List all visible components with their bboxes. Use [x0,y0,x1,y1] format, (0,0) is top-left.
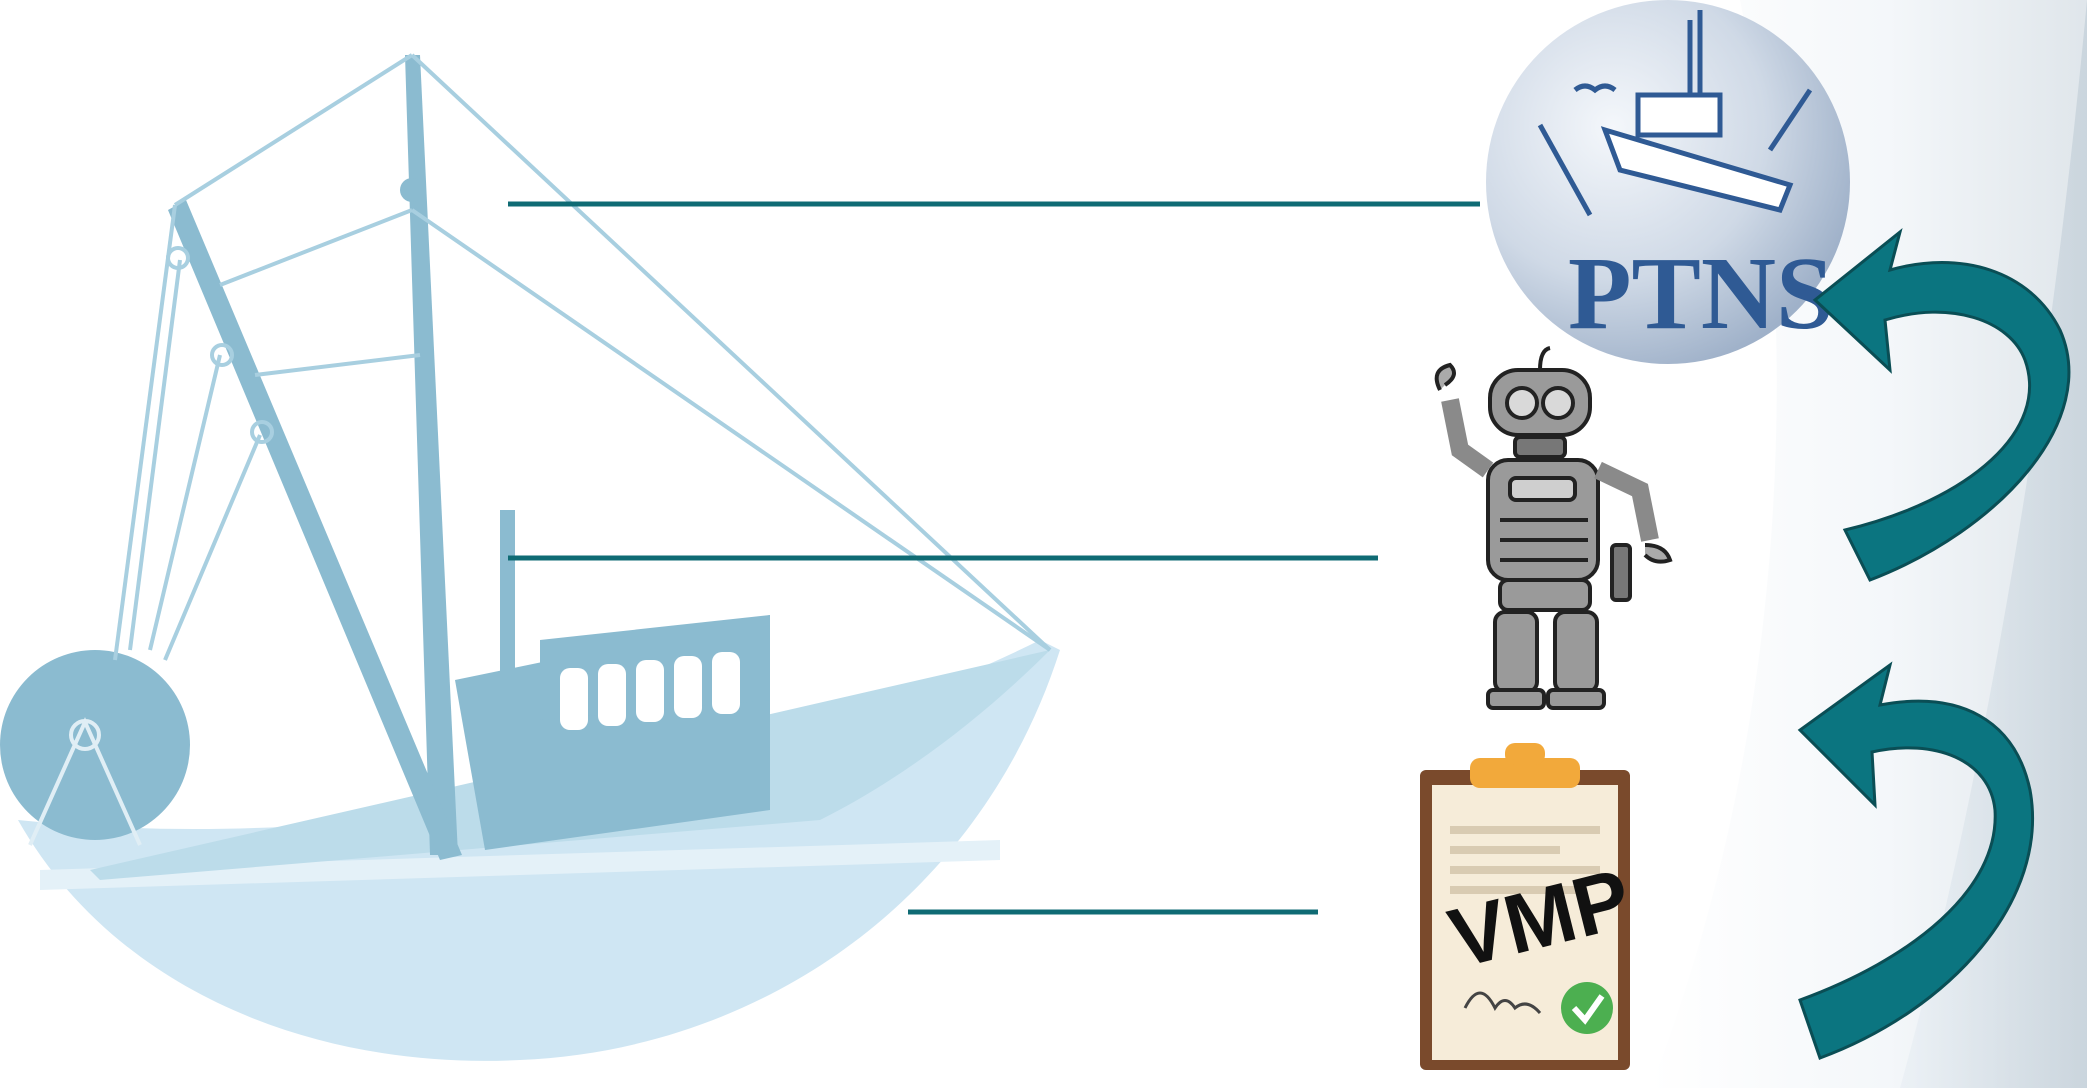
main-mast [405,55,458,855]
fishing-boat-icon [1537,10,1813,217]
curved-arrow-lower-icon [1797,661,2034,1060]
logo-text: PTNS [1568,236,1834,351]
curved-arrow-upper-icon [1812,227,2071,582]
boom [168,200,462,860]
wheelhouse-windows [560,652,740,730]
signature [1463,991,1542,1015]
water-line [40,840,1000,890]
clipboard-clip [1470,758,1580,788]
